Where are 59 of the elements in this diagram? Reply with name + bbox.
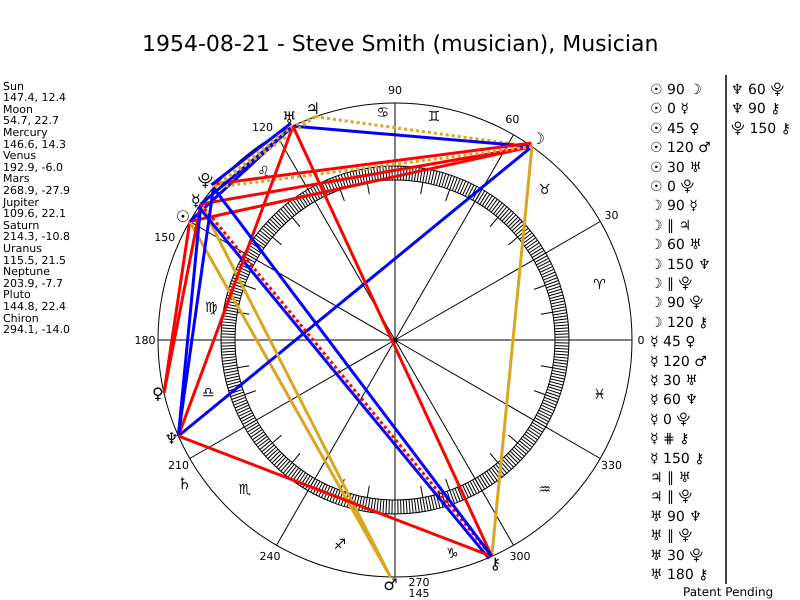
position-value: 268.9, -27.9 bbox=[3, 184, 70, 196]
position-value: 109.6, 22.1 bbox=[3, 208, 66, 220]
aspect-entry: ☿ 60 ♆ bbox=[650, 393, 698, 408]
degree-label: 270 bbox=[408, 576, 430, 588]
position-value: 147.4, 12.4 bbox=[3, 92, 66, 104]
aspect-entry: ☉ 120 ♂ bbox=[650, 141, 711, 156]
body-name: Sun bbox=[3, 80, 24, 92]
body-name: Saturn bbox=[3, 220, 40, 231]
aspect-entry: ♅ ∥ ⯓ bbox=[650, 529, 692, 544]
body-name: Venus bbox=[3, 150, 36, 162]
body-name: Neptune bbox=[3, 266, 50, 278]
aspect-entry: ☿ 150 ⚷ bbox=[650, 452, 704, 466]
aspect-entry: ☽ ∥ ♃ bbox=[650, 218, 692, 233]
degree-label: 180 bbox=[134, 334, 156, 346]
position-value: 294.1, -14.0 bbox=[3, 324, 70, 336]
position-value: 214.3, -10.8 bbox=[3, 231, 70, 242]
aspect-entry: ♅ 30 ⯓ bbox=[650, 548, 704, 563]
position-value: 192.9, -6.0 bbox=[3, 162, 63, 173]
position-value: 144.8, 22.4 bbox=[3, 300, 66, 312]
aspect-entry: ☿ 120 ♂ bbox=[650, 354, 707, 369]
aspect-entry: ☉ 45 ♀ bbox=[650, 122, 700, 136]
position-value: 115.5, 21.5 bbox=[3, 254, 66, 266]
position-value: 146.6, 14.3 bbox=[3, 138, 66, 150]
chart-title: 1954-08-21 - Steve Smith (musician), Musician bbox=[142, 34, 658, 56]
aspect-entry: ⯓ 150 ⚷ bbox=[731, 122, 791, 136]
aspect-entry: ☽ 90 ⯓ bbox=[650, 296, 704, 310]
aspect-entry: ☽ 120 ⚷ bbox=[650, 316, 708, 330]
aspect-entry: ☽ 60 ♅ bbox=[650, 238, 702, 252]
body-name: Chiron bbox=[3, 312, 39, 324]
aspect-entry: ☿ 0 ⯓ bbox=[650, 412, 690, 427]
planet-symbol: ♂ bbox=[383, 576, 398, 593]
aspect-entry: ☿ 45 ♀ bbox=[650, 335, 696, 350]
aspect-entry: ♃ ∥ ⯓ bbox=[650, 490, 692, 504]
aspect-entry: ☉ 90 ☽ bbox=[650, 83, 702, 97]
aspect-entry: ☉ 0 ⯓ bbox=[650, 180, 694, 194]
degree-label: 0 bbox=[638, 334, 644, 346]
degree-label: 145 bbox=[408, 588, 430, 598]
aspect-entry: ☿ 30 ♅ bbox=[650, 374, 698, 388]
footer-note: Patent Pending bbox=[683, 586, 774, 598]
degree-label: 90 bbox=[388, 84, 402, 96]
aspect-entry: ♅ 90 ♆ bbox=[650, 510, 702, 524]
body-name: Moon bbox=[3, 104, 33, 115]
aspect-entry: ☉ 0 ☿ bbox=[650, 102, 689, 116]
aspect-entry: ☽ 150 ♆ bbox=[650, 258, 711, 272]
body-name: Mercury bbox=[3, 126, 48, 138]
body-name: Uranus bbox=[3, 242, 42, 254]
aspect-entry: ☽ ∥ ⯓ bbox=[650, 277, 692, 291]
body-name: Mars bbox=[3, 173, 30, 184]
aspect-entry: ☉ 30 ♅ bbox=[650, 160, 702, 175]
body-name: Jupiter bbox=[3, 196, 39, 208]
aspect-entry: ☿ ⋕ ⚷ bbox=[650, 432, 690, 446]
position-value: 203.9, -7.7 bbox=[3, 278, 63, 289]
body-name: Pluto bbox=[3, 289, 31, 300]
aspect-entry: ♅ 180 ⚷ bbox=[650, 568, 708, 582]
position-value: 54.7, 22.7 bbox=[3, 115, 59, 126]
aspect-entry: ☽ 90 ☿ bbox=[650, 199, 698, 214]
aspect-entry: ♆ 60 ⯓ bbox=[731, 83, 784, 97]
aspect-entry: ♃ ∥ ♅ bbox=[650, 471, 692, 485]
aspect-entry: ♆ 90 ⚷ bbox=[731, 102, 781, 116]
